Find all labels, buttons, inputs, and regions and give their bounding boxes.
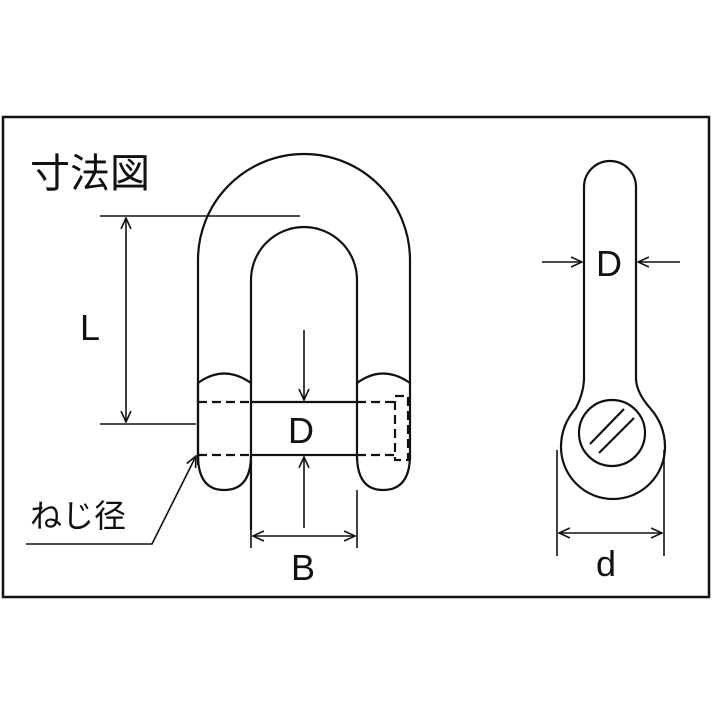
thread-diameter-leader: ねじ径	[26, 456, 196, 545]
inner-width-label: B	[291, 547, 315, 588]
eye-width-label: d	[596, 543, 616, 584]
length-label: L	[80, 307, 100, 348]
pin-diameter-side-dimension: D	[542, 243, 680, 284]
inner-width-dimension: B	[250, 490, 358, 588]
screw-pin	[198, 400, 395, 457]
left-lug	[196, 372, 253, 492]
thread-diameter-label: ねじ径	[30, 497, 126, 535]
pin-diameter-front-dimension: D	[288, 330, 314, 528]
pin-diameter-side-label: D	[596, 243, 622, 284]
drawing-title: 寸法図	[30, 151, 150, 197]
pin-diameter-front-label: D	[288, 410, 314, 451]
shackle-body	[196, 152, 412, 530]
length-dimension: L	[80, 215, 300, 425]
eye-width-dimension: d	[556, 450, 665, 584]
right-lug	[355, 372, 412, 492]
